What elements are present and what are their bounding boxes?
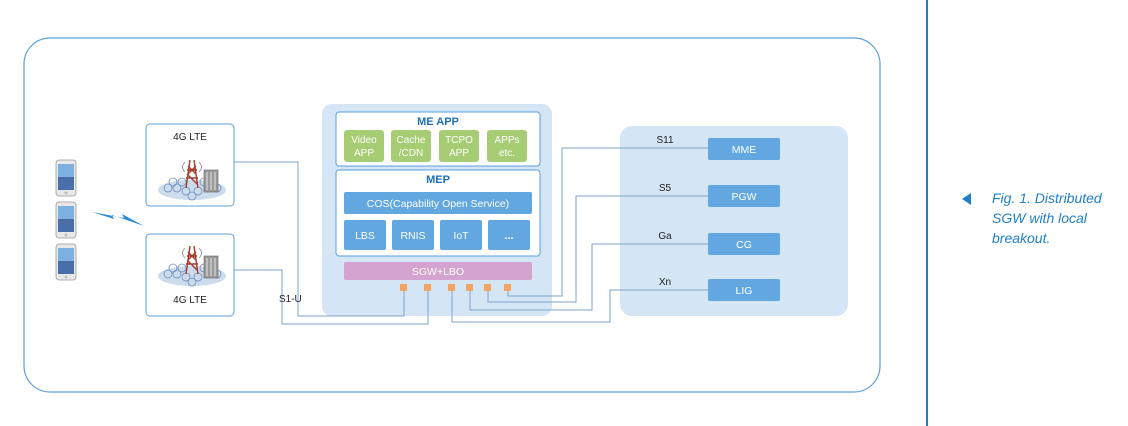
port (424, 284, 431, 291)
svg-text:Video: Video (351, 135, 377, 146)
service-rnis: RNIS (392, 220, 434, 250)
caption-arrow-icon (962, 193, 971, 205)
svg-text:PGW: PGW (731, 191, 756, 203)
svg-text:CG: CG (736, 239, 752, 251)
smartphone-icon (55, 243, 77, 281)
me-app-title: ME APP (417, 116, 459, 128)
app-tile-video: Video APP (344, 130, 384, 162)
svg-text:RNIS: RNIS (400, 230, 425, 242)
svg-text:MME: MME (732, 144, 757, 156)
port (400, 284, 407, 291)
base-station-label: 4G LTE (173, 132, 207, 143)
port (504, 284, 511, 291)
svg-text:IoT: IoT (453, 230, 469, 242)
core-panel (620, 126, 848, 316)
service-lbs: LBS (344, 220, 386, 250)
lightning-icon (92, 212, 144, 226)
interface-s11: S11 (656, 135, 673, 146)
cos-box (344, 192, 532, 214)
app-tile-cache: Cache /CDN (391, 130, 431, 162)
cell-tower-icon (158, 159, 226, 201)
svg-text:APP: APP (449, 148, 469, 159)
app-tile-tcpo: TCPO APP (439, 130, 479, 162)
sgw-lbo-box (344, 262, 532, 280)
svg-text:LBS: LBS (355, 230, 375, 242)
ports (400, 284, 511, 291)
node-lig: LIG (708, 279, 780, 301)
svg-text:Cache: Cache (397, 135, 426, 146)
mep-title: MEP (426, 174, 450, 186)
figure-caption: Fig. 1. Distributed SGW with local break… (992, 190, 1102, 246)
svg-text:...: ... (504, 230, 513, 242)
smartphone-icon (55, 159, 77, 197)
port (484, 284, 491, 291)
sgw-lbo-label: SGW+LBO (412, 266, 464, 278)
divider-rule (926, 0, 928, 426)
cell-tower-icon (158, 245, 226, 287)
port (466, 284, 473, 291)
svg-text:etc.: etc. (499, 148, 515, 159)
interface-s5: S5 (659, 183, 672, 194)
smartphone-icon (55, 201, 77, 239)
port (448, 284, 455, 291)
s1u-label: S1-U (279, 294, 302, 305)
base-station-label: 4G LTE (173, 295, 207, 306)
svg-text:TCPO: TCPO (445, 135, 473, 146)
svg-text:APP: APP (354, 148, 374, 159)
cos-label: COS(Capability Open Service) (367, 198, 509, 210)
app-tile-apps: APPs etc. (487, 130, 527, 162)
node-mme: MME (708, 138, 780, 160)
node-pgw: PGW (708, 185, 780, 207)
node-cg: CG (708, 233, 780, 255)
svg-text:APPs: APPs (494, 135, 519, 146)
smartphone-group (55, 159, 77, 281)
interface-xn: Xn (659, 277, 671, 288)
base-station-top: 4G LTE (145, 123, 235, 207)
svg-text:LIG: LIG (736, 285, 753, 297)
interface-ga: Ga (658, 231, 672, 242)
service-more: ... (488, 220, 530, 250)
service-iot: IoT (440, 220, 482, 250)
base-station-bottom: 4G LTE (145, 233, 235, 317)
svg-text:/CDN: /CDN (399, 148, 423, 159)
